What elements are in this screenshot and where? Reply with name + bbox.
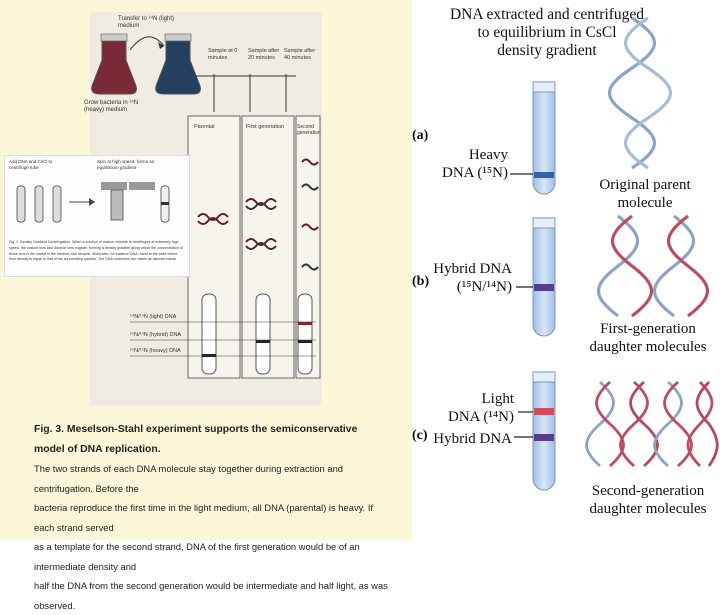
panel-a-label2: DNA (¹⁵N) — [422, 164, 508, 182]
right-diagram: DNA extracted and centrifuged to equilib… — [412, 0, 720, 540]
band-light-label: ¹⁴N/¹⁴N (light) DNA — [130, 314, 202, 320]
panel-c-desc-line: Second-generation — [576, 482, 720, 500]
first-gen-helix-icon — [599, 216, 708, 316]
fig3-caption: Fig. 3. Meselson-Stahl experiment suppor… — [34, 420, 390, 615]
sample-20-label: Sample after 20 minutes — [248, 48, 284, 61]
panel-b-label: Hybrid DNA (¹⁵N/¹⁴N) — [426, 260, 512, 296]
panel-a-desc-line: molecule — [580, 194, 710, 212]
caption-line: half the DNA from the second generation … — [34, 576, 390, 615]
density-gradient-figure: Add DNA and CsCl to centrifuge tube Spin… — [4, 155, 190, 277]
panel-c-label1: Light — [428, 390, 514, 408]
panel-a-desc-line: Original parent — [580, 176, 710, 194]
col-first: First generation — [246, 124, 290, 131]
panel-b-desc-line: First-generation — [576, 320, 720, 338]
panel-a-label: Heavy DNA (¹⁵N) — [422, 146, 508, 182]
panel-a-label1: Heavy — [422, 146, 508, 164]
tube-a — [533, 82, 555, 194]
panel-b-label2: (¹⁵N/¹⁴N) — [426, 278, 512, 296]
panel-c-label3: Hybrid DNA — [422, 430, 512, 448]
panel-c-desc-line: daughter molecules — [576, 500, 720, 518]
parent-helix-icon — [610, 18, 671, 168]
grow-label: Grow bacteria in ¹⁵N (heavy) medium — [84, 100, 148, 114]
fig1-caption: Fig. 1. Density Gradient Centrifugation.… — [9, 240, 185, 274]
fig1-label-a: Add DNA and CsCl to centrifuge tube — [9, 159, 69, 170]
light-flask-icon — [156, 34, 201, 94]
sample-0-label: Sample at 0 minutes — [208, 48, 244, 61]
second-gen-helix-icon — [587, 382, 718, 466]
panel-b-desc-line: daughter molecules — [576, 338, 720, 356]
caption-line: bacteria reproduce the first time in the… — [34, 498, 390, 537]
band-heavy-label: ¹⁵N/¹⁵N (heavy) DNA — [130, 348, 202, 354]
tube-c — [533, 372, 555, 490]
transfer-label: Transfer to ¹⁴N (light) medium — [118, 16, 178, 30]
panel-a-desc: Original parent molecule — [580, 176, 710, 212]
fig1-label-b: Spin at high speed; forms an equilibrium… — [97, 159, 177, 170]
panel-c-label: Light DNA (¹⁴N) — [428, 390, 514, 426]
col-parental: Parental — [194, 124, 234, 130]
caption-line: The two strands of each DNA molecule sta… — [34, 459, 390, 498]
caption-title: Fig. 3. Meselson-Stahl experiment suppor… — [34, 420, 390, 459]
panel-c-label2: DNA (¹⁴N) — [428, 408, 514, 426]
heavy-flask-icon — [92, 34, 137, 94]
panel-c-desc: Second-generation daughter molecules — [576, 482, 720, 518]
tube-b — [533, 218, 555, 336]
band-hybrid-label: ¹⁵N/¹⁴N (hybrid) DNA — [130, 332, 202, 338]
panel-b-label1: Hybrid DNA — [426, 260, 512, 278]
panel-a-letter: (a) — [412, 128, 428, 144]
left-panel: Transfer to ¹⁴N (light) medium Grow bact… — [0, 0, 412, 540]
col-second: Second generation — [297, 124, 321, 136]
caption-line: as a template for the second strand, DNA… — [34, 537, 390, 576]
panel-b-desc: First-generation daughter molecules — [576, 320, 720, 356]
sample-40-label: Sample after 40 minutes — [284, 48, 320, 61]
